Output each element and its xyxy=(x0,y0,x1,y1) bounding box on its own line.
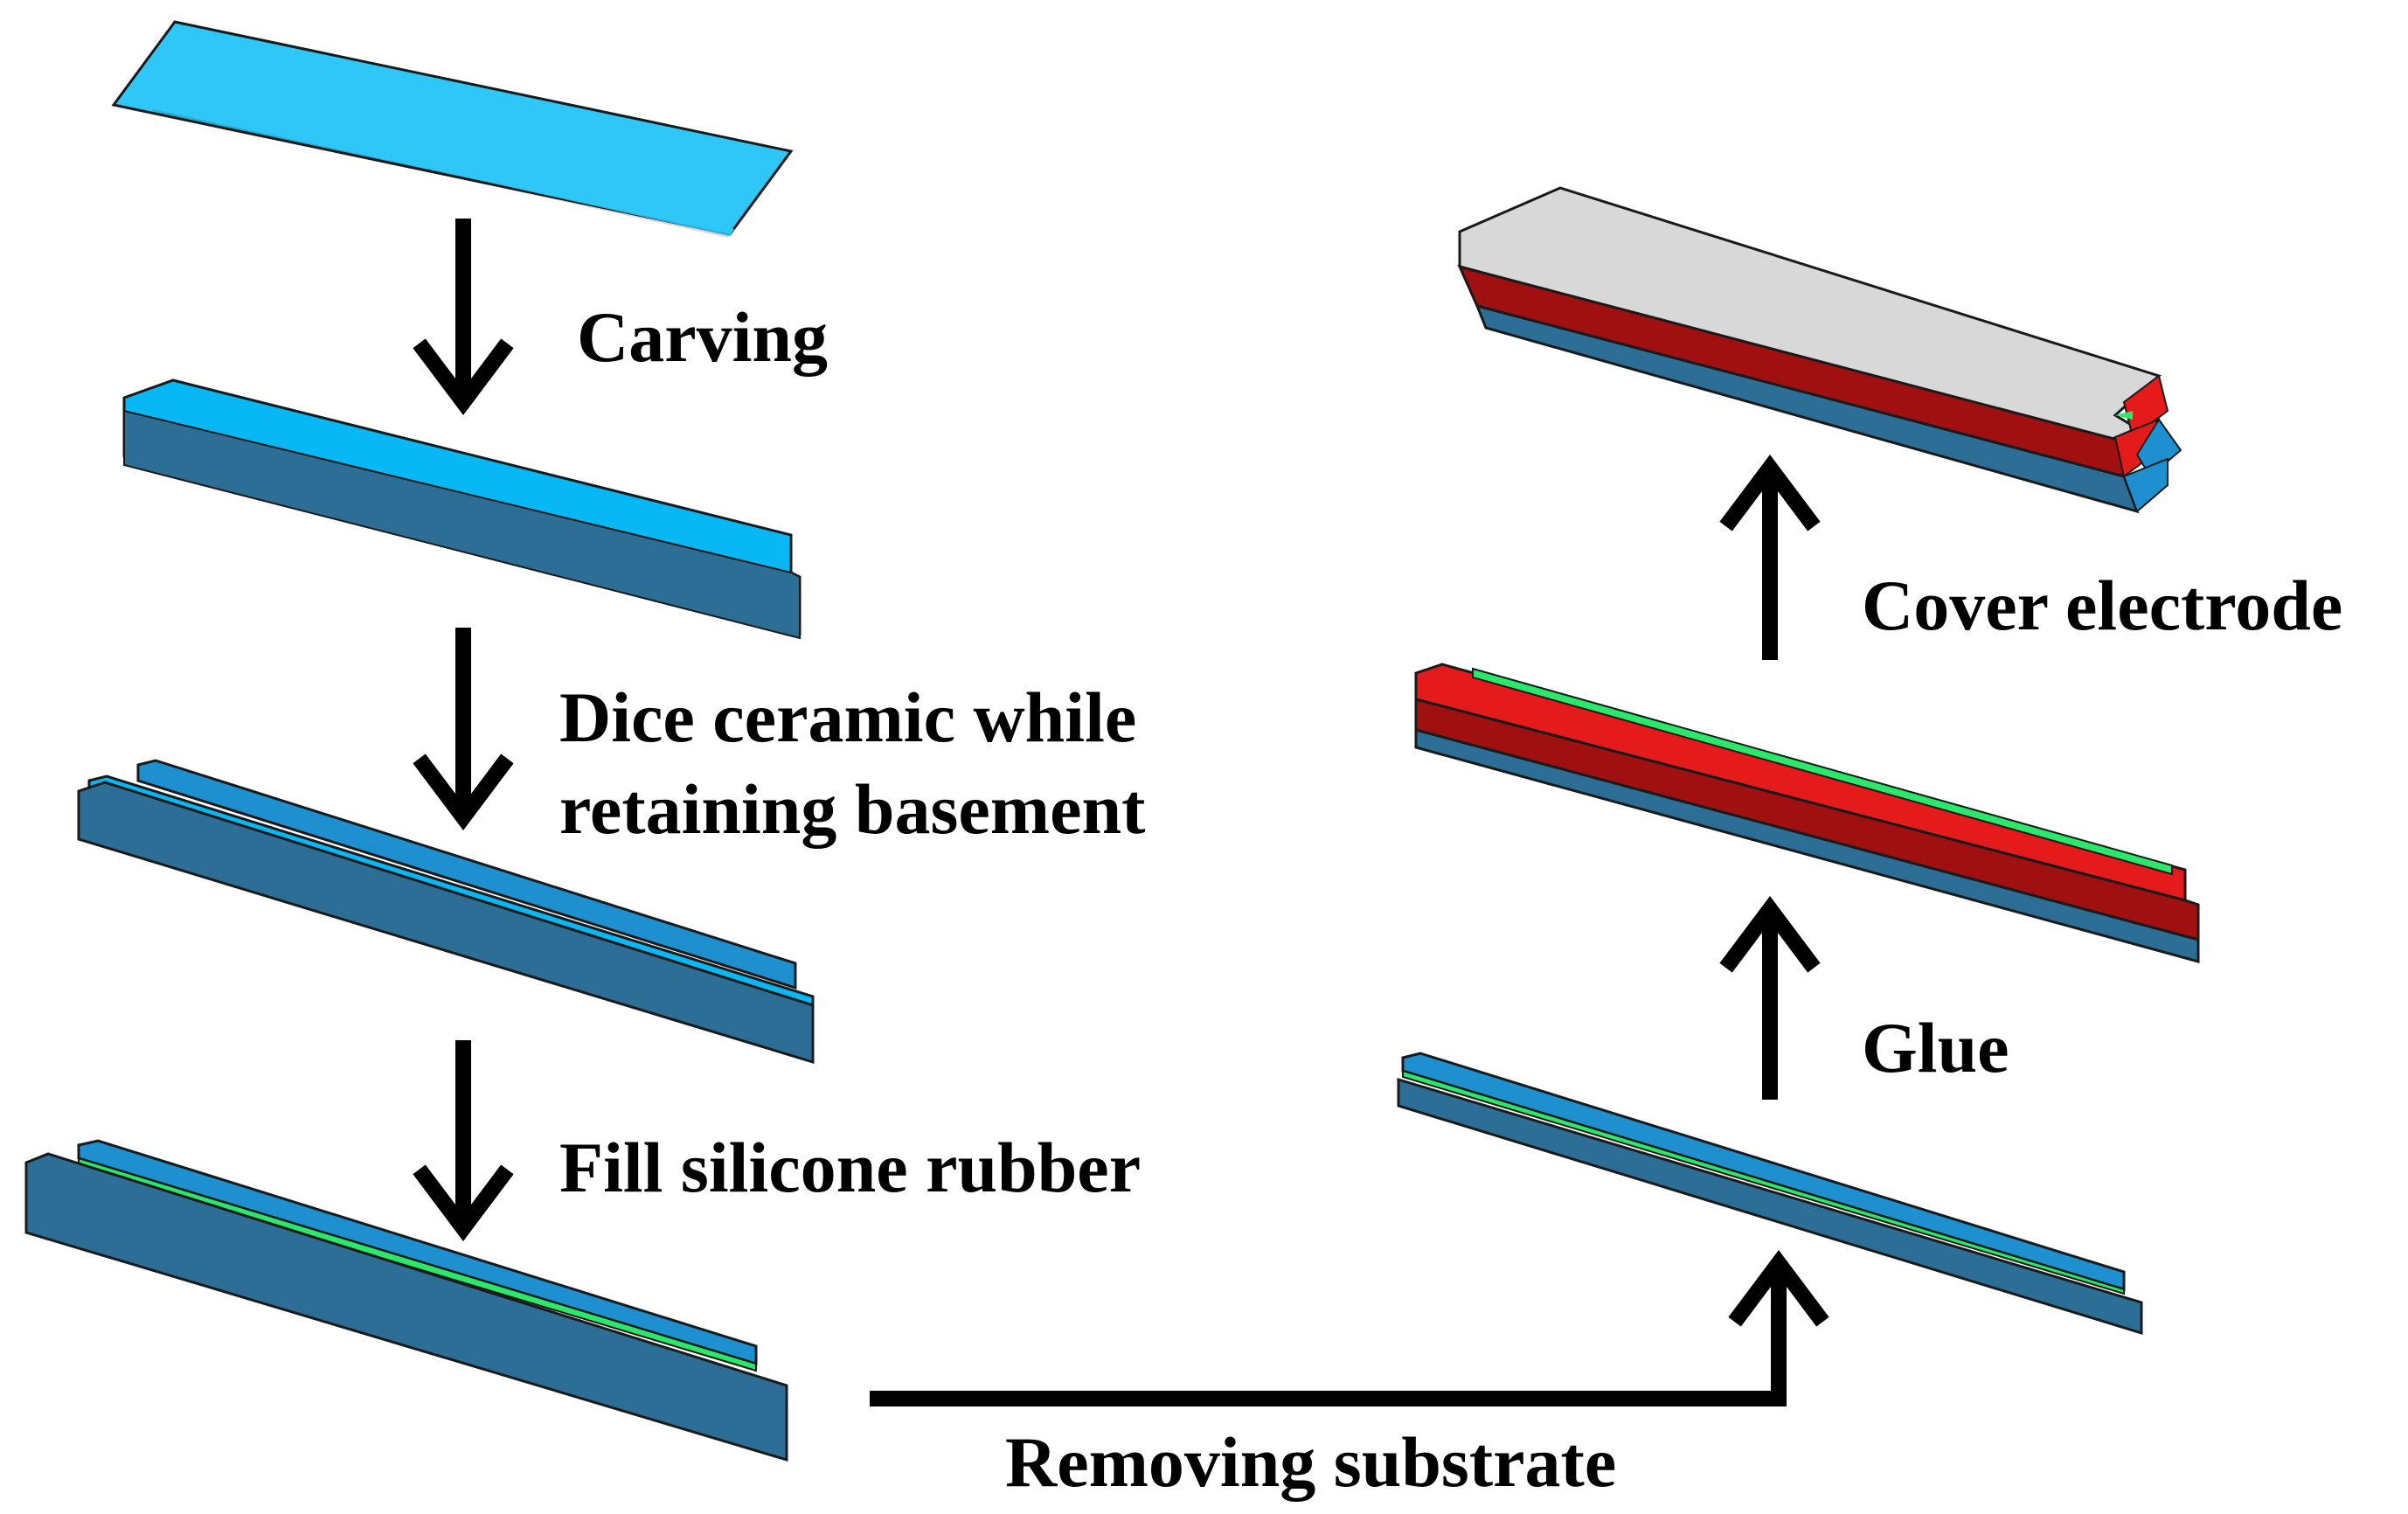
arrow-dice xyxy=(413,628,514,830)
label-glue: Glue xyxy=(1862,1008,2009,1087)
label-cover: Cover electrode xyxy=(1862,566,2343,645)
arrow-cover xyxy=(1719,455,1821,660)
arrow-glue xyxy=(1719,896,1821,1100)
carved-ceramic-bar xyxy=(122,378,802,640)
arrow-removing-substrate xyxy=(870,1250,1829,1406)
diced-ceramic-bar xyxy=(77,759,815,1065)
electrode-covered-bar xyxy=(1457,186,2182,514)
arrow-fill xyxy=(413,1040,514,1241)
label-removing: Removing substrate xyxy=(1005,1422,1617,1502)
raw-ceramic-bar xyxy=(111,20,794,238)
released-bar xyxy=(1397,1052,2143,1336)
arrow-carving xyxy=(413,219,514,415)
label-carving: Carving xyxy=(577,297,828,377)
glued-bar xyxy=(1414,663,2200,963)
silicone-filled-bar xyxy=(24,1139,788,1462)
label-fill: Fill silicone rubber xyxy=(559,1128,1142,1207)
label-dice-line2: retaining basement xyxy=(559,769,1146,849)
label-dice-line1: Dice ceramic while xyxy=(559,677,1137,757)
